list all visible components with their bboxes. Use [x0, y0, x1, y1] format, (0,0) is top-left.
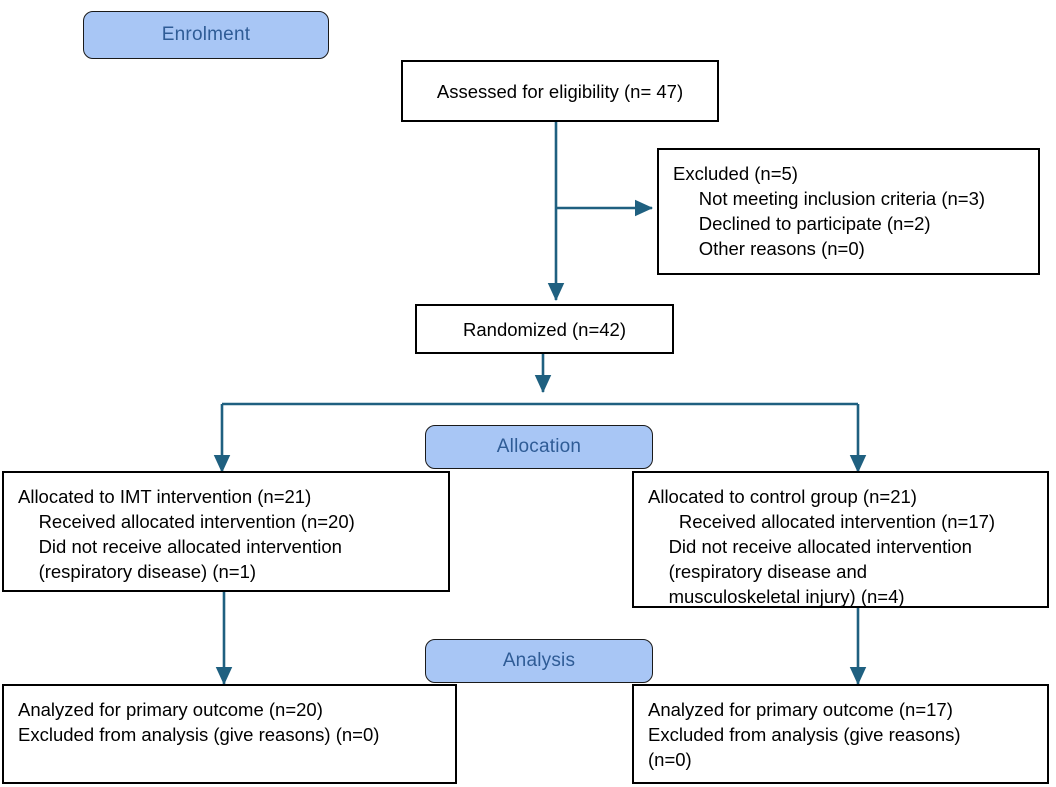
stage-banner-allocation-label: Allocation — [496, 436, 582, 457]
node-randomized: Randomized (n=42) — [415, 304, 674, 354]
node-analysis-control-label: Analyzed for primary outcome (n=17) Excl… — [648, 699, 961, 770]
node-analysis-intervention: Analyzed for primary outcome (n=20) Excl… — [2, 684, 457, 784]
node-analysis-intervention-label: Analyzed for primary outcome (n=20) Excl… — [18, 699, 380, 745]
node-allocated-control-group: Allocated to control group (n=21) Receiv… — [632, 471, 1049, 608]
node-randomized-label: Randomized (n=42) — [463, 318, 626, 340]
stage-banner-analysis-label: Analysis — [502, 650, 576, 671]
node-excluded: Excluded (n=5) Not meeting inclusion cri… — [657, 148, 1040, 275]
node-allocated-imt-intervention: Allocated to IMT intervention (n=21) Rec… — [2, 471, 450, 592]
node-assessed-for-eligibility-label: Assessed for eligibility (n= 47) — [436, 80, 684, 102]
node-excluded-label: Excluded (n=5) Not meeting inclusion cri… — [673, 163, 986, 259]
stage-banner-enrolment-label: Enrolment — [161, 24, 251, 45]
node-analysis-control: Analyzed for primary outcome (n=17) Excl… — [632, 684, 1049, 784]
stage-banner-allocation: Allocation — [425, 425, 653, 469]
node-allocated-control-group-label: Allocated to control group (n=21) Receiv… — [648, 486, 996, 607]
node-allocated-imt-intervention-label: Allocated to IMT intervention (n=21) Rec… — [18, 486, 355, 582]
stage-banner-analysis: Analysis — [425, 639, 653, 683]
stage-banner-enrolment: Enrolment — [83, 11, 329, 59]
node-assessed-for-eligibility: Assessed for eligibility (n= 47) — [401, 60, 719, 122]
